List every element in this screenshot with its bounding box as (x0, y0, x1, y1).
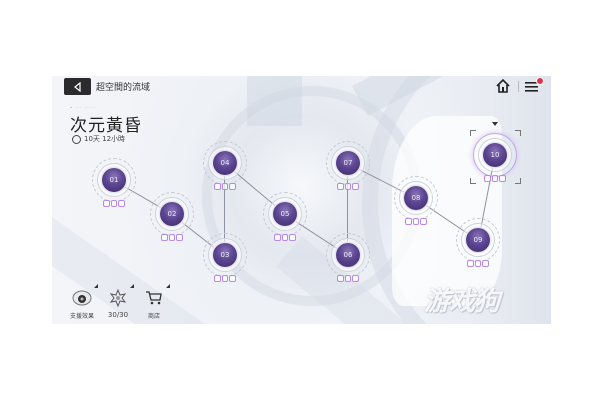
selection-bracket (470, 130, 476, 136)
timer-text: 10天 12小時 (84, 135, 126, 143)
progress-label: 30/30 (107, 311, 129, 319)
clock-icon (72, 134, 81, 144)
node-label: 05 (273, 202, 297, 226)
corner-arrow-icon (130, 284, 134, 288)
node-label: 10 (483, 143, 507, 167)
node-label: 06 (336, 243, 360, 267)
menu-icon (525, 82, 538, 92)
node-label: 08 (404, 186, 428, 210)
corner-arrow-icon (166, 284, 170, 288)
stage-node-07[interactable]: 07 (326, 141, 370, 190)
node-stars (214, 183, 237, 190)
node-stars (161, 234, 184, 241)
selection-bracket (515, 130, 521, 136)
home-icon (496, 78, 510, 93)
stage-node-08[interactable]: 08 (394, 176, 438, 225)
stage-timer: 10天 12小時 (72, 134, 125, 144)
game-screen: 超空間的流域 • ··· ····· 次元黃昏 10天 12小時 01 (52, 76, 551, 324)
node-stars (103, 200, 126, 207)
node-stars (337, 275, 360, 282)
current-stage-pointer-icon (492, 122, 498, 126)
stage-node-02[interactable]: 02 (150, 192, 194, 241)
back-arrow-icon (73, 81, 81, 92)
stage-node-05[interactable]: 05 (263, 192, 307, 241)
progress-button[interactable]: 30/30 (102, 284, 134, 319)
selection-bracket (470, 178, 476, 184)
support-device-icon (72, 290, 92, 306)
stage-node-03[interactable]: 03 (203, 233, 247, 282)
node-stars (467, 260, 490, 267)
stage-title: 次元黃昏 (70, 116, 142, 136)
stage-node-10[interactable]: 10 (473, 133, 517, 182)
shop-label: 商店 (147, 313, 160, 320)
support-effect-label: 支援效果 (69, 313, 94, 320)
node-label: 03 (213, 243, 237, 267)
node-stars (274, 234, 297, 241)
home-button[interactable] (495, 78, 511, 94)
node-stars (405, 218, 428, 225)
node-label: 02 (160, 202, 184, 226)
node-label: 09 (466, 228, 490, 252)
menu-button[interactable] (524, 79, 540, 93)
stage-node-04[interactable]: 04 (203, 141, 247, 190)
node-label: 04 (213, 151, 237, 175)
corner-arrow-icon (94, 284, 98, 288)
watermark: 游戏狗 (424, 287, 500, 317)
node-label: 07 (336, 151, 360, 175)
shop-button[interactable]: 商店 (138, 284, 170, 320)
support-effect-button[interactable]: 支援效果 (66, 284, 98, 320)
back-button[interactable] (64, 78, 91, 95)
node-label: 01 (102, 168, 126, 192)
star-badge-icon (109, 289, 127, 307)
stage-node-06[interactable]: 06 (326, 233, 370, 282)
stage-node-09[interactable]: 09 (456, 218, 500, 267)
page-title: 超空間的流域 (96, 83, 151, 93)
cart-icon (146, 291, 162, 305)
stage-node-01[interactable]: 01 (92, 158, 136, 207)
divider (518, 81, 519, 92)
notification-dot (536, 77, 544, 85)
node-stars (484, 175, 507, 182)
node-stars (214, 275, 237, 282)
selection-bracket (515, 178, 521, 184)
stage-subtitle: • ··· ····· (70, 105, 97, 110)
node-stars (337, 183, 360, 190)
